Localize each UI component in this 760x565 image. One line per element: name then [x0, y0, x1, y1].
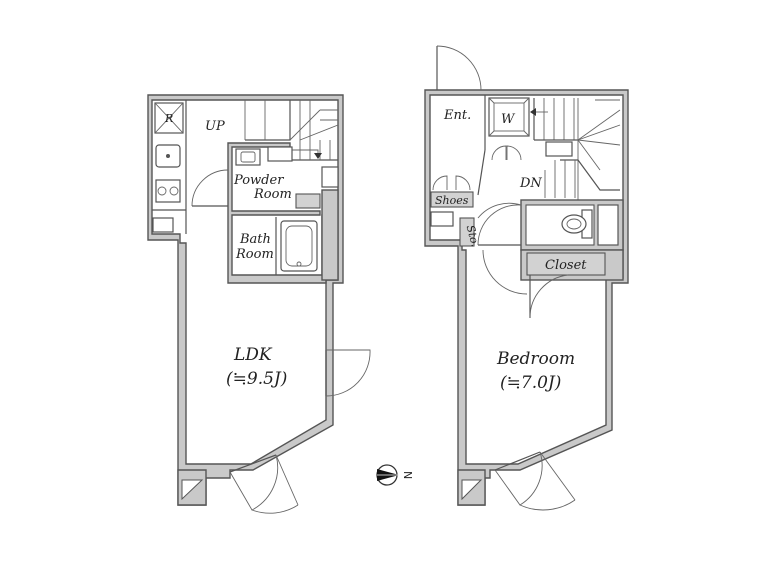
ent-door-swing-left [432, 175, 448, 191]
powder-room-label-1: Powder [233, 173, 284, 188]
washer-space [488, 97, 530, 137]
bath-room-label-1: Bath [239, 232, 271, 247]
kitchen-cabinet [152, 217, 174, 233]
powder-sink [235, 148, 261, 166]
pipe-shaft [321, 189, 339, 281]
bedroom-door-swing [529, 274, 569, 319]
north-label: N [401, 471, 414, 479]
bedroom-area: (≒7.0J) [500, 373, 561, 393]
floor2-corner-notch [461, 479, 483, 501]
bedroom-bottom-door[interactable] [494, 451, 541, 471]
floor2-stairs [530, 98, 621, 200]
toilet-tank-cabinet [597, 204, 619, 246]
ldk-bottom-door[interactable] [229, 454, 277, 473]
stove [155, 179, 181, 203]
bath-room-label-2: Room [235, 247, 274, 262]
floor1-corner-notch [181, 479, 204, 501]
toilet-bowl [561, 214, 587, 234]
storage-cabinet [459, 217, 475, 247]
closet-label: Closet [545, 258, 587, 273]
powder-shelf [267, 146, 293, 162]
washer-door-swing-left [491, 145, 507, 161]
powder-door-swing [191, 169, 229, 207]
powder-room-label-2: Room [253, 187, 292, 202]
ldk-side-door-swing [325, 349, 371, 397]
entrance-label: Ent. [443, 108, 471, 123]
bedroom-label: Bedroom [496, 349, 575, 369]
ldk-label: LDK [233, 345, 273, 365]
ldk-area: (≒9.5J) [226, 369, 287, 389]
shoes-cabinet [430, 191, 474, 208]
washer-door-swing-right [506, 145, 522, 161]
bathtub [280, 220, 318, 272]
powder-cabinet [321, 166, 339, 188]
floor2-plan: Ent. Shoes Sto. W [424, 45, 629, 511]
down-label: DN [519, 176, 542, 191]
entrance-door-swing [436, 45, 482, 91]
washbasin-cabinet [295, 193, 321, 209]
floor2-small-cabinet [430, 211, 454, 227]
washer-label: W [501, 112, 516, 127]
toilet-door-swing [477, 202, 522, 219]
compass: N [376, 464, 414, 486]
storage-label: Sto. [464, 224, 482, 249]
shoes-label: Shoes [435, 194, 469, 207]
ldk-bottom-door-swing [229, 454, 279, 511]
bedroom-bottom-door-swing [494, 451, 543, 506]
floor1-stairs [244, 100, 339, 161]
up-label: UP [205, 119, 225, 134]
floor1-plan: R UP [147, 94, 371, 514]
ent-door-swing-right [455, 175, 471, 191]
fridge-label: R [164, 112, 173, 125]
floor2-upper-cabinet [545, 141, 573, 157]
floor2-outer-walls [424, 89, 629, 506]
